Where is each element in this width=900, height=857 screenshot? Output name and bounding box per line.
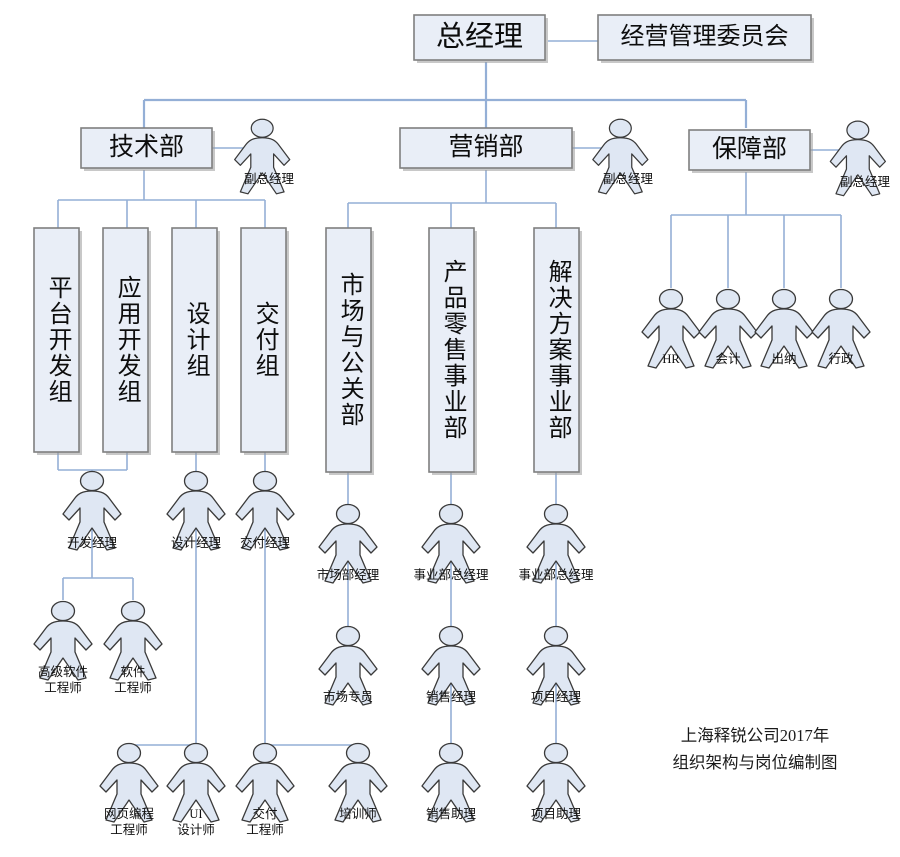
node-platform-dev-group[interactable]: [34, 228, 79, 452]
box-marketing-dept: [399, 127, 573, 169]
box-management-committee: [597, 14, 812, 61]
box-delivery-group: [240, 227, 287, 453]
person-project-assistant[interactable]: [524, 742, 588, 822]
node-solution-bu[interactable]: [534, 228, 579, 472]
person-senior-software-engineer[interactable]: [31, 600, 95, 680]
person-admin[interactable]: [809, 288, 873, 368]
person-vp-tech[interactable]: [236, 118, 302, 190]
person-design-manager[interactable]: [164, 470, 228, 550]
person-bu-gm-solution[interactable]: [524, 503, 588, 583]
node-general-manager[interactable]: [414, 15, 545, 60]
person-accountant[interactable]: [696, 288, 760, 368]
node-app-dev-group[interactable]: [103, 228, 148, 452]
person-web-programming-engineer[interactable]: [97, 742, 161, 822]
node-delivery-group[interactable]: [241, 228, 286, 452]
person-ui-designer[interactable]: [164, 742, 228, 822]
node-tech-dept[interactable]: [81, 128, 212, 168]
person-project-manager[interactable]: [524, 625, 588, 705]
node-market-pr-dept[interactable]: [326, 228, 371, 472]
person-dev-manager[interactable]: [60, 470, 124, 550]
box-solution-bu: [533, 227, 580, 473]
box-platform-dev-group: [33, 227, 80, 453]
node-product-retail-bu[interactable]: [429, 228, 474, 472]
person-bu-gm-retail[interactable]: [419, 503, 483, 583]
node-management-committee[interactable]: [598, 15, 811, 60]
person-vp-support[interactable]: [832, 120, 898, 192]
box-general-manager: [413, 14, 546, 61]
person-hr[interactable]: [639, 288, 703, 368]
person-software-engineer[interactable]: [101, 600, 165, 680]
person-cashier[interactable]: [752, 288, 816, 368]
person-sales-manager[interactable]: [419, 625, 483, 705]
box-design-group: [171, 227, 218, 453]
box-app-dev-group: [102, 227, 149, 453]
person-market-dept-manager[interactable]: [316, 503, 380, 583]
node-marketing-dept[interactable]: [400, 128, 572, 168]
chart-caption: 上海释锐公司2017年 组织架构与岗位编制图: [672, 726, 838, 773]
node-support-dept[interactable]: [689, 130, 810, 170]
box-tech-dept: [80, 127, 213, 169]
box-market-pr-dept: [325, 227, 372, 473]
person-delivery-manager[interactable]: [233, 470, 297, 550]
node-design-group[interactable]: [172, 228, 217, 452]
box-product-retail-bu: [428, 227, 475, 473]
person-delivery-engineer[interactable]: [233, 742, 297, 822]
person-sales-assistant[interactable]: [419, 742, 483, 822]
box-support-dept: [688, 129, 811, 171]
person-vp-marketing[interactable]: [594, 118, 660, 190]
person-market-specialist[interactable]: [316, 625, 380, 705]
person-trainer[interactable]: [326, 742, 390, 822]
